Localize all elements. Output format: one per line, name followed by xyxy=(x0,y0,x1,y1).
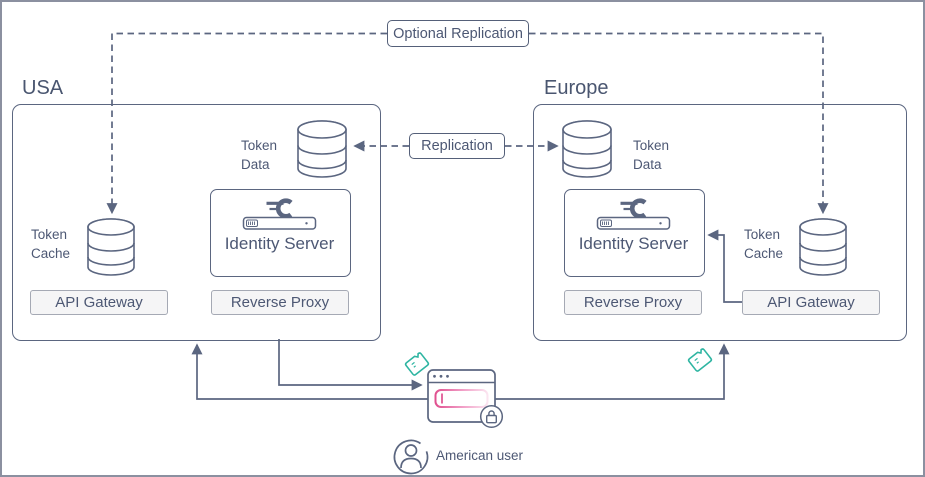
europe-region-box xyxy=(533,104,907,341)
browser-dot-icon xyxy=(446,374,449,378)
usa-token-cache-database-icon xyxy=(87,218,135,276)
american-user-label: American user xyxy=(436,448,524,463)
usa-token-cache-label: Token Cache xyxy=(31,227,71,261)
usa-region-box xyxy=(12,104,381,341)
usa-identity-server-box xyxy=(210,189,351,277)
replication-tag: Replication xyxy=(409,133,505,159)
usa-reverse-proxy-chip: Reverse Proxy xyxy=(211,290,349,315)
europe-api-gateway-chip: API Gateway xyxy=(742,290,880,315)
browser-dot-icon xyxy=(433,374,436,378)
usa-token-ticket-icon xyxy=(404,352,430,376)
optional-replication-to-usa-token-cache-arrow xyxy=(106,32,387,215)
api-gateway-to-identity-server-arrow xyxy=(707,229,742,303)
usa-token-data-label: Token Data xyxy=(241,138,278,172)
lock-badge-icon xyxy=(479,404,504,429)
europe-token-data-label: Token Data xyxy=(633,138,670,172)
europe-identity-server-label: Identity Server xyxy=(578,234,689,253)
american-user-avatar-icon xyxy=(393,439,429,475)
optional-replication-tag: Optional Replication xyxy=(387,20,529,47)
europe-identity-server-logo-icon xyxy=(596,198,671,230)
password-input-icon xyxy=(434,389,489,408)
europe-token-cache-database-icon xyxy=(799,218,847,276)
usa-token-data-database-icon xyxy=(297,120,347,178)
optional-replication-to-europe-token-cache-arrow xyxy=(529,32,829,215)
usa-identity-server-label: Identity Server xyxy=(224,234,335,253)
europe-reverse-proxy-chip: Reverse Proxy xyxy=(564,290,702,315)
europe-token-cache-label: Token Cache xyxy=(744,227,784,261)
usa-api-gateway-chip: API Gateway xyxy=(30,290,168,315)
browser-window-icon xyxy=(427,369,504,429)
europe-token-ticket-icon xyxy=(687,348,713,372)
usa-region-label: USA xyxy=(22,77,64,99)
usa-to-user-arrow xyxy=(278,339,423,391)
usa-identity-server-logo-icon xyxy=(242,198,317,230)
browser-dot-icon xyxy=(439,374,443,378)
user-to-europe-arrow xyxy=(495,343,730,400)
europe-identity-server-box xyxy=(564,189,705,277)
europe-token-data-database-icon xyxy=(562,120,612,178)
user-to-usa-arrow xyxy=(191,343,428,400)
europe-region-label: Europe xyxy=(544,77,609,99)
